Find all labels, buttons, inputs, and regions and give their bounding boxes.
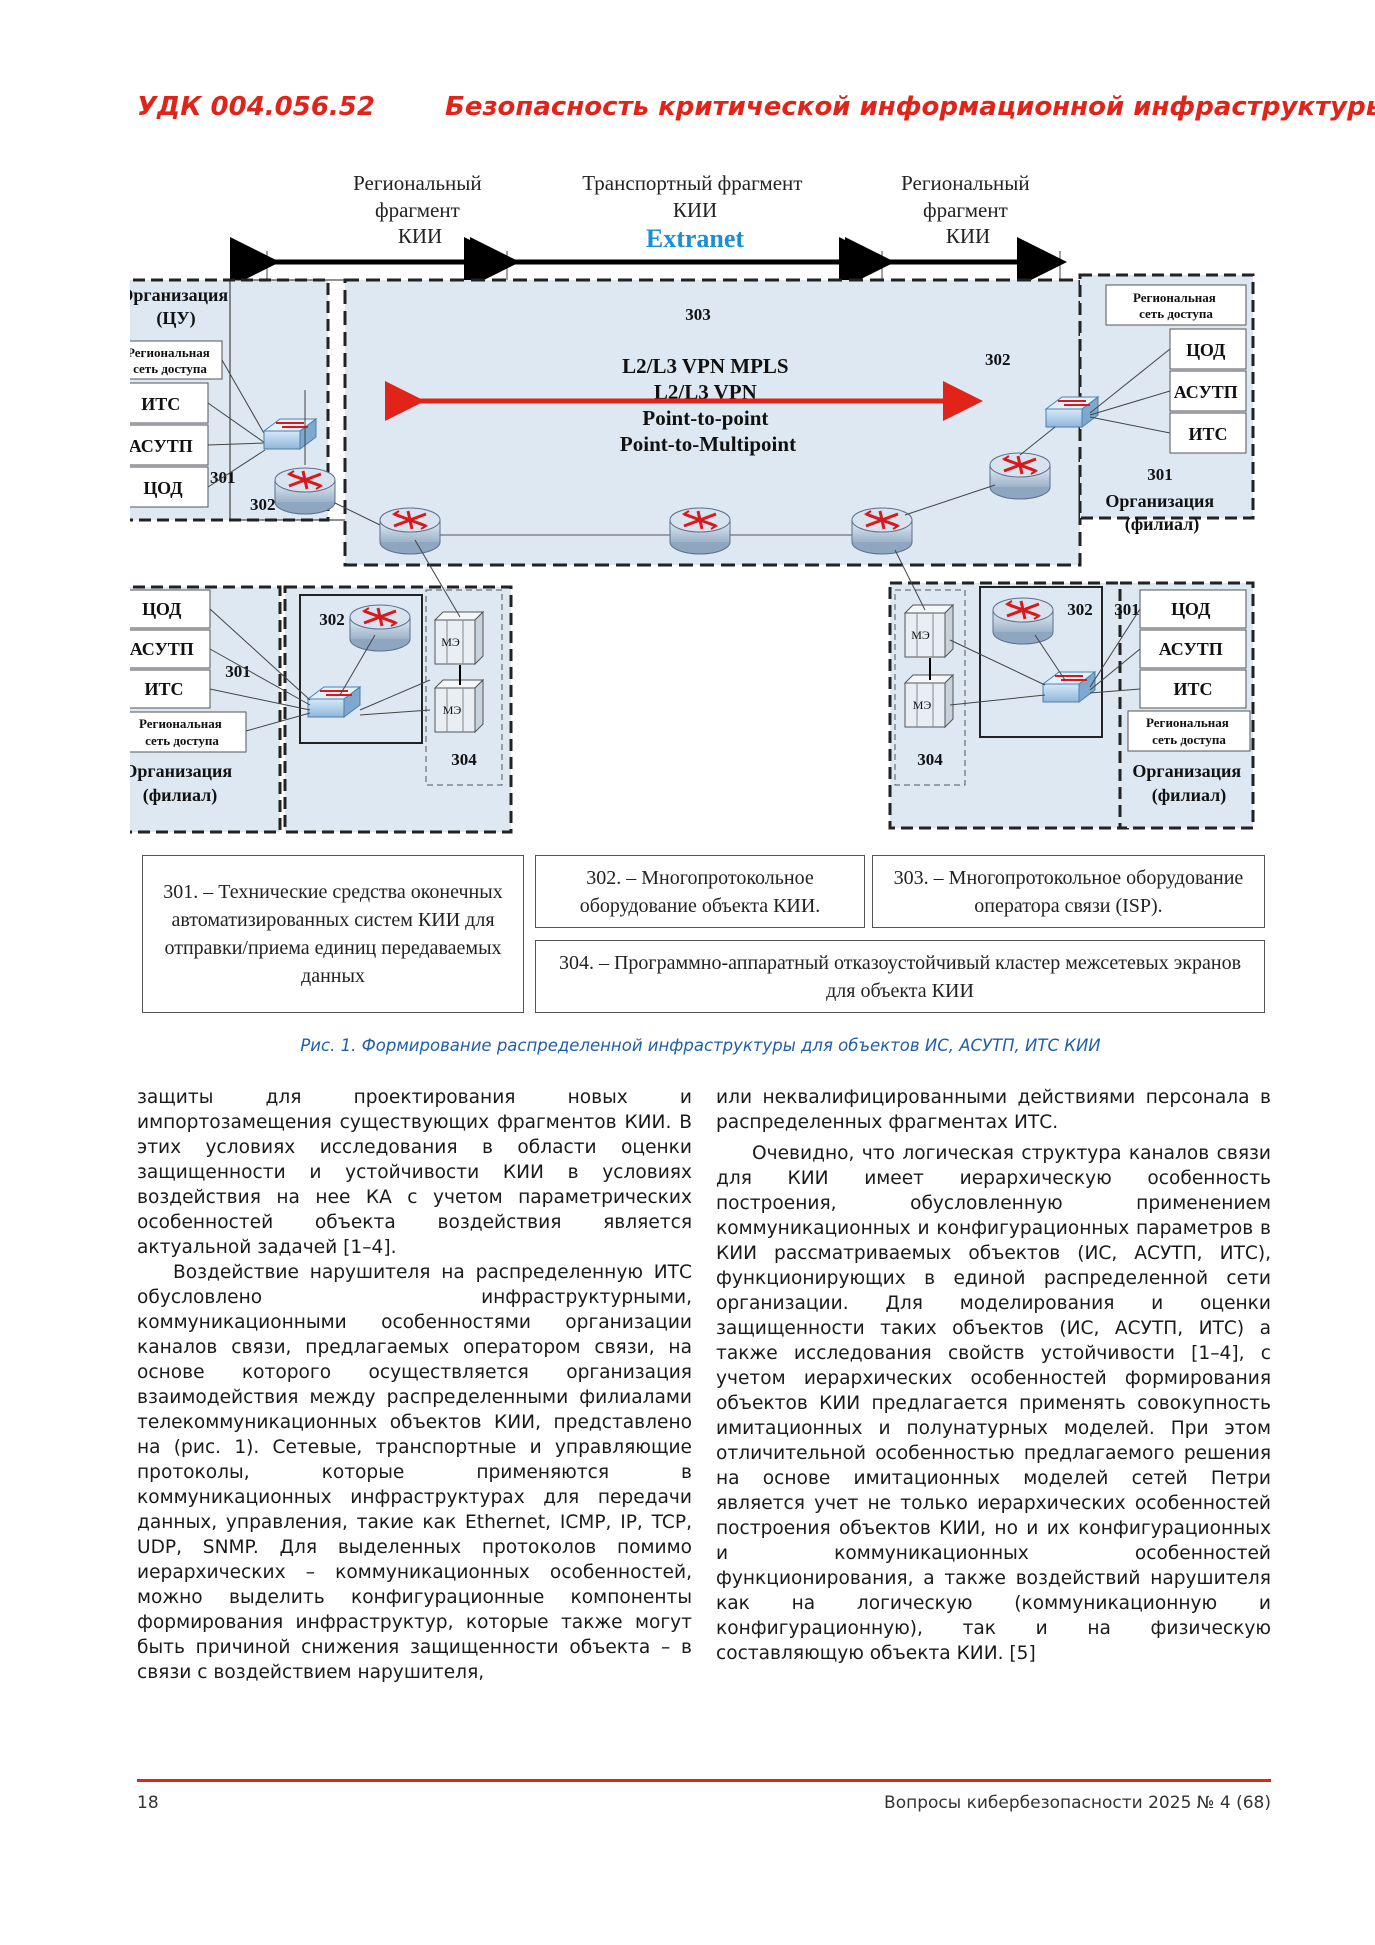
svg-text:МЭ МЭ: МЭ МЭ — [911, 628, 933, 712]
label-303: 303 — [685, 305, 711, 324]
svg-text:Региональная сеть доступа: Региональная сеть доступа — [1133, 290, 1219, 321]
svg-text:302: 302 — [250, 495, 276, 514]
svg-text:302: 302 — [985, 350, 1011, 369]
svg-text:Организация (филиал): Организация (филиал) — [1105, 491, 1218, 535]
legend-303: 303. – Многопротокольное оборудование оп… — [872, 855, 1265, 928]
svg-text:ЦОД АСУТП ИТС: ЦОД АСУТП ИТС — [1174, 340, 1243, 444]
udk-code: УДК 004.056.52 — [137, 92, 375, 122]
svg-text:304: 304 — [917, 750, 943, 769]
svg-text:ЦОД АСУТП ИТС: ЦОД АСУТП ИТС — [130, 599, 198, 699]
svg-text:Региональный фрагмент: Региональный фрагмент КИИ — [353, 171, 487, 248]
paragraph: или неквалифицированными действиями перс… — [716, 1087, 1271, 1133]
section-title: Безопасность критической информационной … — [445, 92, 1375, 122]
svg-text:301: 301 — [1114, 600, 1140, 619]
svg-text:Организация (филиал): Организация (филиал) — [130, 761, 237, 806]
label-regional-right-2: фрагмент — [923, 198, 1008, 222]
journal-name: Вопросы кибербезопасности 2025 № 4 (68) — [884, 1793, 1271, 1813]
label-regional-left-1: Региональный — [353, 171, 481, 195]
svg-text:Региональная сеть доступа: Региональная сеть доступа — [1146, 715, 1232, 747]
svg-text:301: 301 — [225, 662, 251, 681]
network-diagram: Региональный фрагмент КИИ Транспортный ф… — [130, 171, 1255, 834]
legend-302: 302. – Многопротокольное оборудование об… — [535, 855, 865, 928]
paragraph: Воздействие нарушителя на распределенную… — [137, 1262, 692, 1683]
label-transport-1: Транспортный фрагмент — [582, 171, 802, 195]
svg-text:304: 304 — [451, 750, 477, 769]
label-transport-2: КИИ — [673, 198, 717, 222]
text-column-left: защиты для проектирования новых и импорт… — [137, 1085, 692, 1685]
label-regional-left-3: КИИ — [398, 224, 442, 248]
svg-text:302: 302 — [319, 610, 345, 629]
svg-text:Региональная сеть доступа: Региональная сеть доступа — [139, 716, 225, 748]
svg-text:Транспортный фрагмент КИИ: Транспортный фрагмент КИИ — [582, 171, 807, 222]
svg-text:301: 301 — [1147, 465, 1173, 484]
page-number: 18 — [137, 1793, 159, 1813]
label-regional-left-2: фрагмент — [375, 198, 460, 222]
footer-rule — [137, 1779, 1271, 1782]
svg-text:Региональный фрагмент: Региональный фрагмент КИИ — [901, 171, 1035, 248]
figure-caption: Рис. 1. Формирование распределенной инфр… — [300, 1036, 1101, 1055]
svg-text:Организация (ЦУ): Организация (ЦУ) — [130, 285, 233, 329]
svg-text:Региональная сеть доступа: Региональная сеть доступа — [130, 345, 213, 376]
svg-text:ИТС АСУТП ЦОД: ИТС АСУТП ЦОД — [130, 394, 197, 498]
legend-301: 301. – Технические средства оконечных ав… — [142, 855, 524, 1013]
label-regional-right-1: Региональный — [901, 171, 1029, 195]
legend-304: 304. – Программно-аппаратный отказоустой… — [535, 940, 1265, 1013]
svg-text:Организация (филиал): Организация (филиал) — [1132, 761, 1245, 806]
svg-text:ЦОД АСУТП ИТС: ЦОД АСУТП ИТС — [1159, 599, 1228, 699]
svg-text:МЭ МЭ: МЭ МЭ — [441, 635, 463, 717]
label-regional-right-3: КИИ — [946, 224, 990, 248]
svg-text:302: 302 — [1067, 600, 1093, 619]
label-extranet: Extranet — [646, 224, 745, 253]
text-column-right: или неквалифицированными действиями перс… — [716, 1085, 1271, 1666]
paragraph: защиты для проектирования новых и импорт… — [137, 1087, 692, 1258]
paragraph: Очевидно, что логическая структура канал… — [716, 1143, 1271, 1664]
